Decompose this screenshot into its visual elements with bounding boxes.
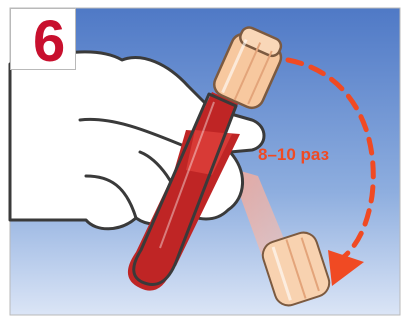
repeat-count-label: 8–10 раз — [258, 146, 329, 163]
step-number: 6 — [33, 13, 65, 71]
step-badge: 6 — [10, 8, 76, 70]
